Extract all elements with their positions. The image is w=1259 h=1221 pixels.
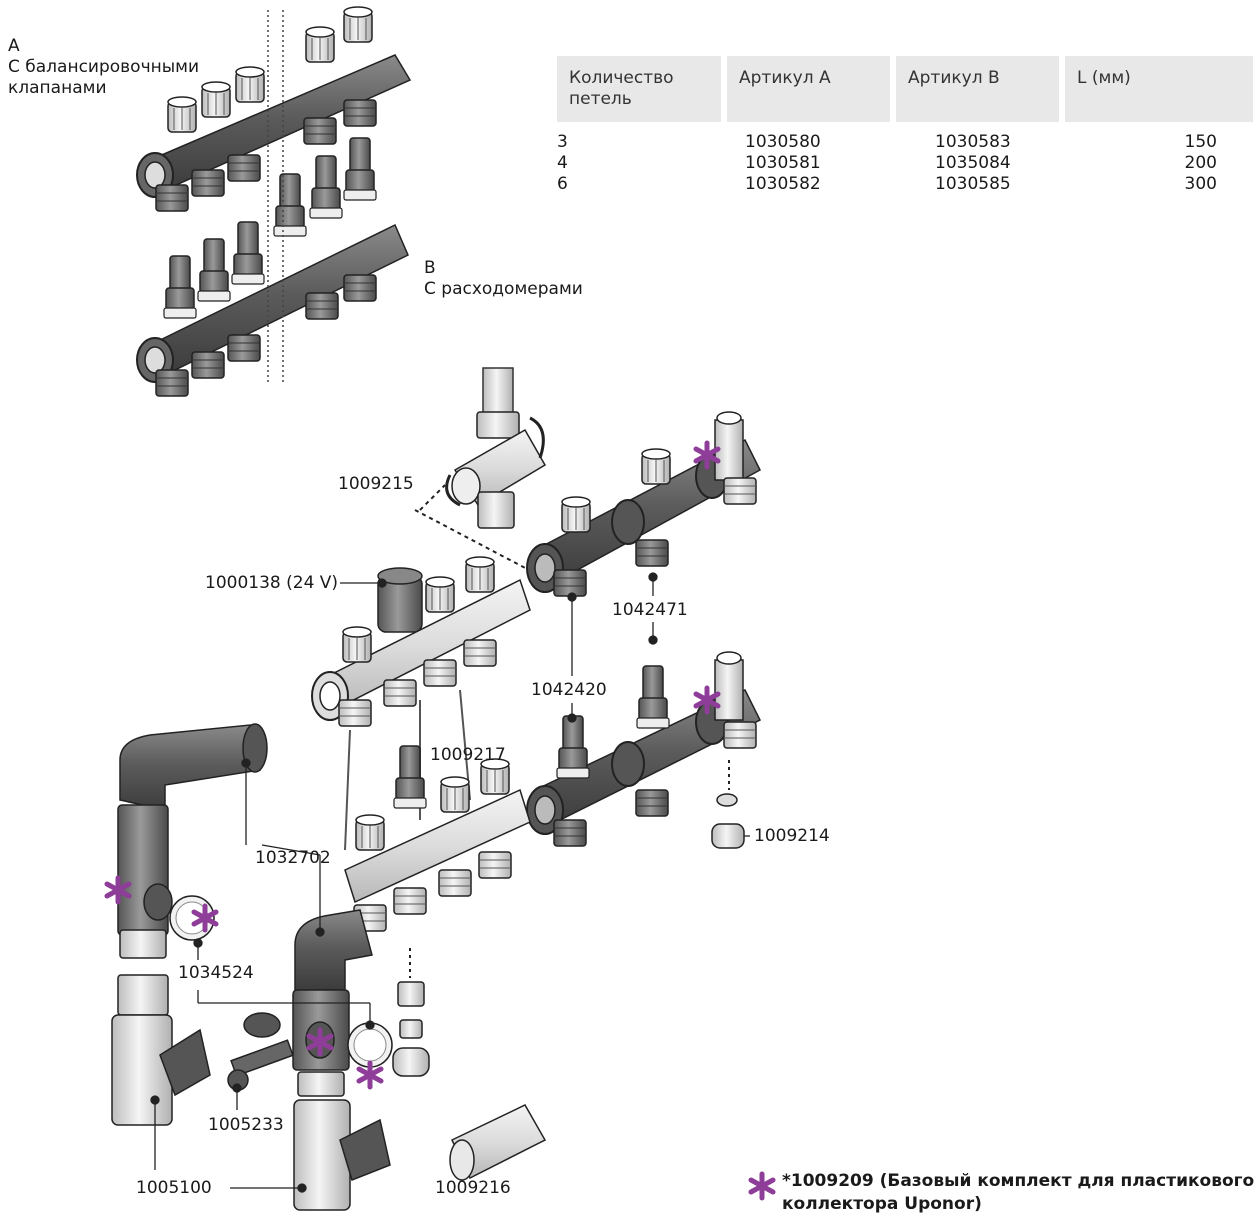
part-label-1034524: 1034524 — [178, 963, 254, 983]
table-header-cell: Артикул A — [727, 56, 890, 122]
group-b-letter: B — [424, 258, 436, 278]
part-label-1042471: 1042471 — [612, 600, 688, 620]
star-marker-icon — [751, 1174, 773, 1198]
lower-tee-assembly — [526, 651, 762, 847]
part-label-1000138: 1000138 (24 V) — [205, 573, 339, 593]
table-cell: 6 — [557, 174, 568, 194]
table-row: 3 1030580 1030583 150 — [557, 132, 1259, 153]
legend-line1: *1009209 (Базовый комплект для пластиков… — [782, 1171, 1255, 1191]
table-cell: 300 — [1184, 174, 1217, 194]
table-cell: 1030581 — [745, 153, 821, 173]
part-label-1009214: 1009214 — [754, 826, 830, 846]
group-a-caption-line2: клапанами — [8, 78, 107, 98]
part-label-1032702: 1032702 — [255, 848, 331, 868]
part-label-1042420: 1042420 — [531, 680, 607, 700]
part-label-1009215: 1009215 — [338, 474, 414, 494]
table-row: 4 1030581 1035084 200 — [557, 153, 1259, 174]
table-cell: 4 — [557, 153, 568, 173]
star-marker-icon — [359, 1063, 381, 1087]
part-1009216-graphic — [449, 1104, 547, 1181]
table-body: 3 1030580 1030583 150 4 1030581 1035084 … — [557, 132, 1259, 195]
table-cell: 1030583 — [935, 132, 1011, 152]
group-a-caption: A С балансировочными клапанами — [8, 36, 199, 99]
group-b-caption: B С расходомерами — [424, 258, 583, 300]
table-header-cell: L (мм) — [1065, 56, 1253, 122]
part-1032702-graphic — [117, 723, 268, 959]
legend-line2: коллектора Uponor) — [782, 1194, 982, 1214]
table-cell: 3 — [557, 132, 568, 152]
legend-text: *1009209 (Базовый комплект для пластиков… — [782, 1170, 1254, 1216]
table-header-cell: Артикул B — [896, 56, 1059, 122]
part-1009215-graphic — [445, 367, 547, 529]
central-manifold — [311, 556, 531, 932]
manifold-a-balancing-valves — [136, 6, 412, 397]
table-cell: 1030580 — [745, 132, 821, 152]
table-row: 6 1030582 1030585 300 — [557, 174, 1259, 195]
group-a-letter: A — [8, 36, 20, 56]
part-label-1005233: 1005233 — [208, 1115, 284, 1135]
table-cell: 1030582 — [745, 174, 821, 194]
upper-tee-assembly — [526, 411, 761, 597]
group-a-caption-line1: С балансировочными — [8, 57, 200, 77]
table-cell: 200 — [1184, 153, 1217, 173]
table-cell: 1030585 — [935, 174, 1011, 194]
lower-pipe-assembly — [227, 909, 393, 1211]
table-cell: 150 — [1184, 132, 1217, 152]
table-cell: 1035084 — [935, 153, 1011, 173]
group-b-caption-text: С расходомерами — [424, 279, 583, 299]
part-label-1005100: 1005100 — [136, 1178, 212, 1198]
part-1005100-left-graphic — [111, 974, 211, 1126]
part-label-1009217: 1009217 — [430, 745, 506, 765]
part-label-1009216: 1009216 — [435, 1178, 511, 1198]
